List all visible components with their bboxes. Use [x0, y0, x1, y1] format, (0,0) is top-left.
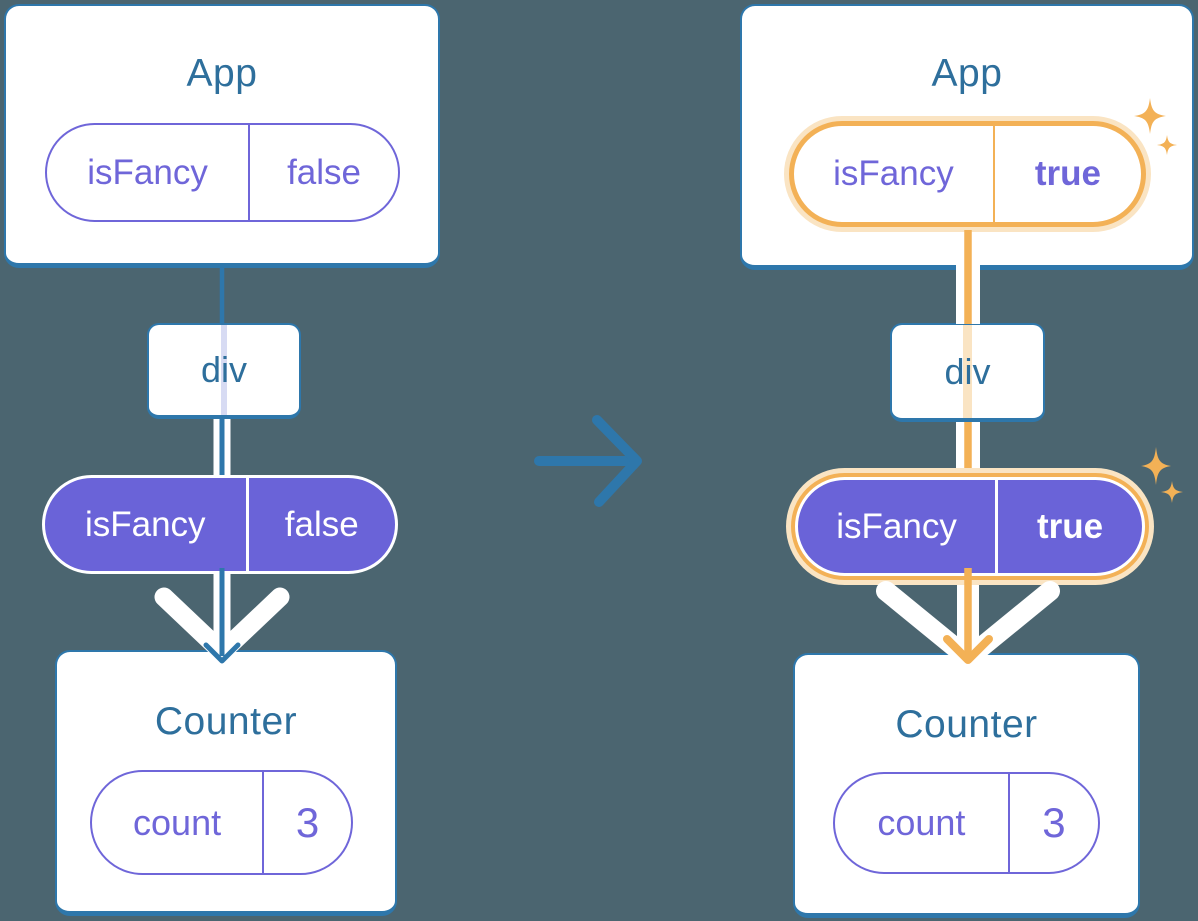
right-app-title: App — [931, 52, 1003, 95]
right-app-prop-pill-highlighted: isFancy true — [789, 121, 1146, 227]
left-div-node: div — [147, 323, 301, 419]
prop-value: false — [248, 125, 398, 220]
left-counter-title: Counter — [154, 700, 298, 743]
prop-key: isFancy — [87, 152, 208, 192]
left-div-flow-stripe — [221, 325, 227, 415]
left-app-prop-pill: isFancy false — [45, 123, 400, 222]
prop-value: false — [245, 478, 395, 571]
prop-key: isFancy — [833, 154, 954, 193]
state-value: 3 — [262, 772, 351, 873]
prop-value: true — [992, 126, 1141, 222]
prop-value: true — [995, 480, 1142, 573]
state-key: count — [133, 801, 222, 843]
state-value: 3 — [1007, 774, 1098, 872]
prop-key: isFancy — [836, 506, 957, 546]
right-passed-prop-pill-highlighted: isFancy true — [795, 477, 1145, 576]
right-div-node: div — [890, 323, 1045, 422]
prop-key: isFancy — [84, 504, 206, 544]
left-app-title: App — [186, 52, 258, 95]
left-counter-state-pill: count 3 — [90, 770, 353, 875]
right-div-flow-stripe — [963, 325, 972, 418]
right-counter-title: Counter — [895, 703, 1038, 746]
left-passed-prop-pill: isFancy false — [42, 475, 398, 574]
right-counter-state-pill: count 3 — [833, 772, 1100, 874]
right-div-label: div — [944, 350, 991, 392]
left-div-label: div — [200, 349, 248, 390]
state-key: count — [877, 802, 966, 843]
